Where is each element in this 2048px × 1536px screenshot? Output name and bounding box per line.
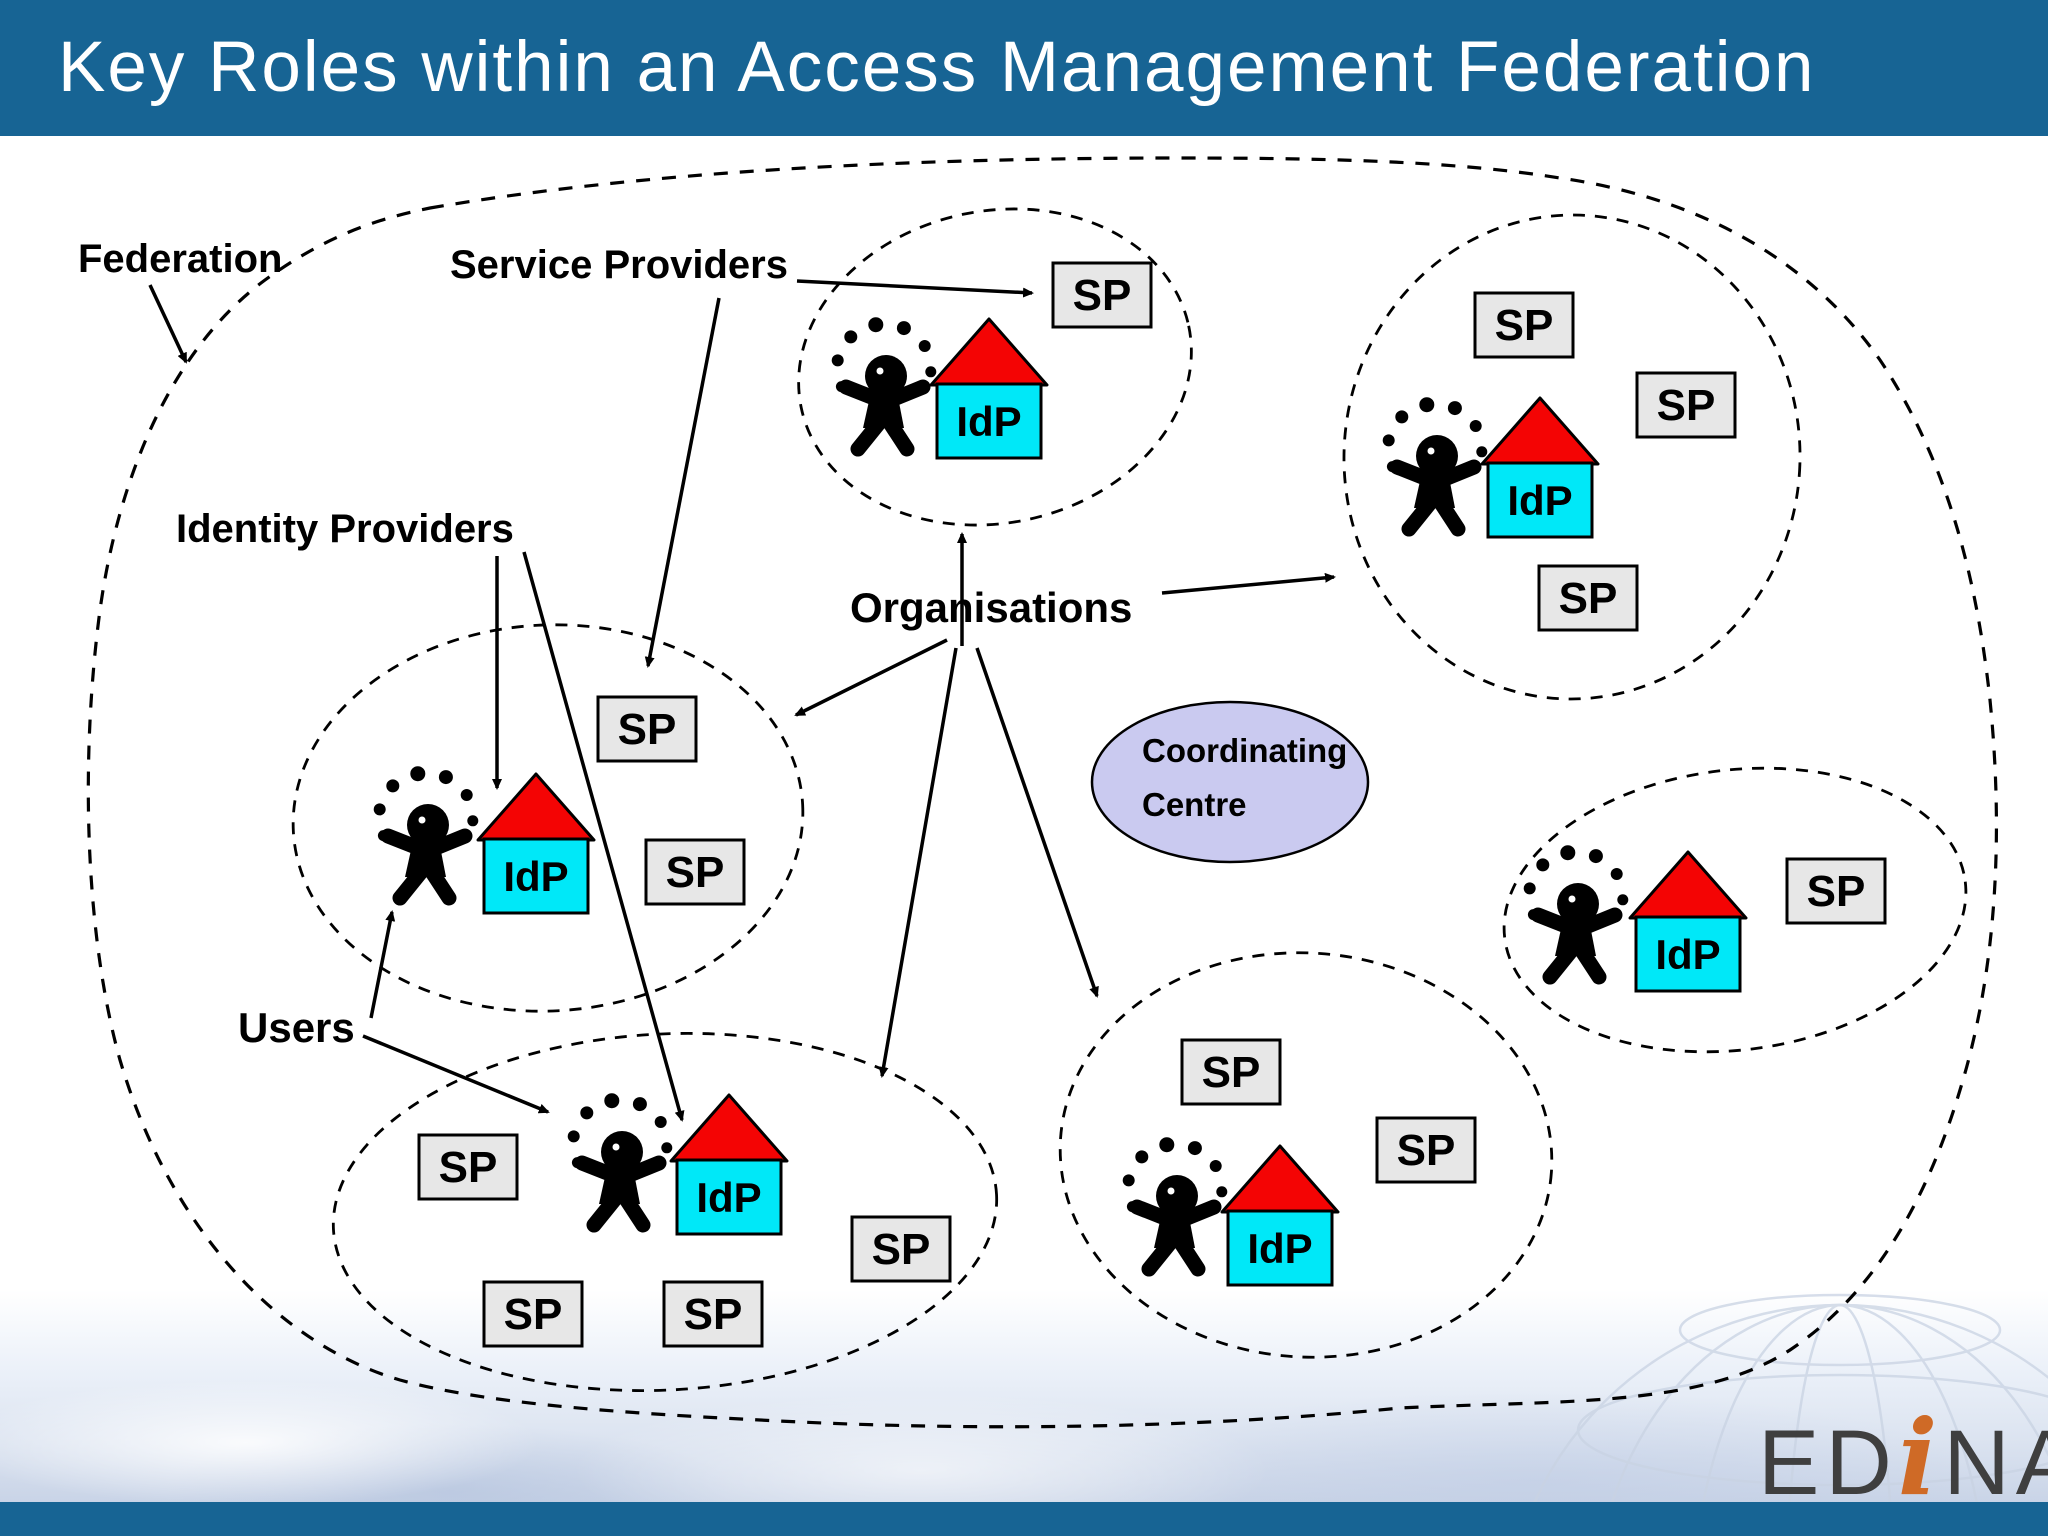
sp-box xyxy=(1375,1116,1477,1184)
arrow-users-2 xyxy=(362,1034,550,1114)
title-bar: Key Roles within an Access Management Fe… xyxy=(0,0,2048,136)
sp-box xyxy=(482,1280,584,1348)
label-organisations: Organisations xyxy=(850,584,1132,631)
user-juggler-icon xyxy=(1524,845,1629,977)
user-juggler-icon xyxy=(374,766,479,898)
edina-logo: EDiNA® xyxy=(1758,1396,2048,1519)
sp-box xyxy=(644,838,746,906)
sp-box xyxy=(850,1215,952,1283)
logo-accent-i: i xyxy=(1897,1396,1944,1519)
sp-box xyxy=(1051,261,1153,329)
sp-box xyxy=(1180,1038,1282,1106)
user-juggler-icon xyxy=(832,317,937,449)
landscape-background xyxy=(0,1290,2048,1502)
label-service-providers: Service Providers xyxy=(450,243,788,287)
arrow-users-1 xyxy=(369,910,396,1019)
organisation-blob-bottom-left xyxy=(331,1031,999,1393)
sp-box xyxy=(1537,564,1639,632)
idp-house xyxy=(669,1093,789,1236)
user-juggler-icon xyxy=(568,1093,673,1225)
user-juggler-icon xyxy=(1383,397,1488,529)
coordinating-centre: Coordinating Centre xyxy=(1090,700,1370,864)
coordinating-centre-ellipse xyxy=(1090,700,1370,864)
arrow-service-providers-1 xyxy=(796,279,1034,298)
idp-house xyxy=(476,772,596,915)
sp-box xyxy=(596,695,698,763)
arrow-organisations-right xyxy=(1161,572,1336,595)
footer-bar xyxy=(0,1502,2048,1536)
sp-box xyxy=(1635,371,1737,439)
sp-box xyxy=(1473,291,1575,359)
idp-house xyxy=(929,317,1049,460)
federation-boundary xyxy=(86,156,1999,1429)
organisation-blob-right-middle xyxy=(1502,766,1968,1054)
organisation-blob-top-right xyxy=(1342,213,1802,701)
coordinating-centre-line1: Coordinating xyxy=(1142,732,1347,769)
idp-house xyxy=(1220,1144,1340,1287)
label-users: Users xyxy=(238,1004,355,1051)
user-juggler-icon xyxy=(1123,1137,1228,1269)
arrow-organisations-bottom-middle xyxy=(975,647,1099,998)
organisation-blob-mid-left xyxy=(291,623,805,1013)
label-federation: Federation xyxy=(78,237,282,281)
page-title: Key Roles within an Access Management Fe… xyxy=(58,28,1816,107)
arrow-identity-providers-2 xyxy=(522,551,685,1122)
organisation-blob-top-middle xyxy=(797,207,1193,527)
arrow-organisations-bottom-left xyxy=(878,647,958,1078)
arrow-organisations-left xyxy=(794,638,948,717)
sp-box xyxy=(662,1280,764,1348)
organisation-blob-bottom-middle xyxy=(1058,951,1554,1359)
arrow-federation xyxy=(148,284,188,364)
idp-house xyxy=(1480,396,1600,539)
sp-box xyxy=(1785,857,1887,925)
coordinating-centre-line2: Centre xyxy=(1142,786,1247,823)
sp-box xyxy=(417,1133,519,1201)
logo-text-ed: ED xyxy=(1758,1412,1898,1514)
logo-text-na: NA xyxy=(1943,1412,2048,1514)
arrow-service-providers-2 xyxy=(644,297,721,668)
label-identity-providers: Identity Providers xyxy=(176,507,514,551)
idp-house xyxy=(1628,850,1748,993)
